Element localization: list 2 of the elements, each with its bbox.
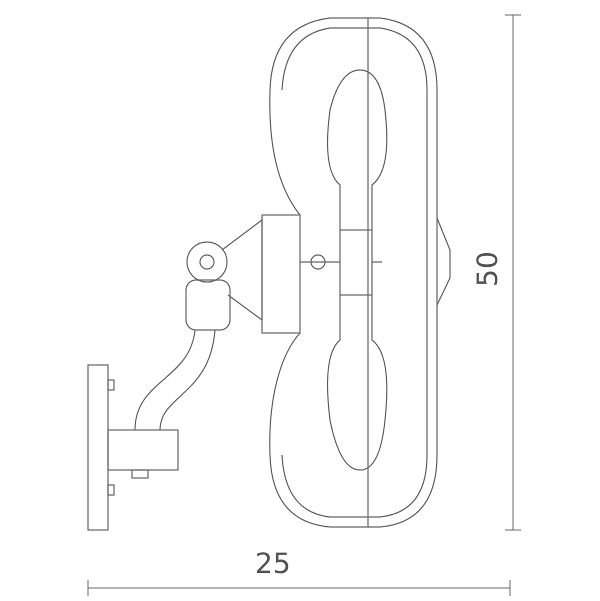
dimension-label: 25 [255,550,291,578]
dimension-label: 50 [474,251,502,287]
